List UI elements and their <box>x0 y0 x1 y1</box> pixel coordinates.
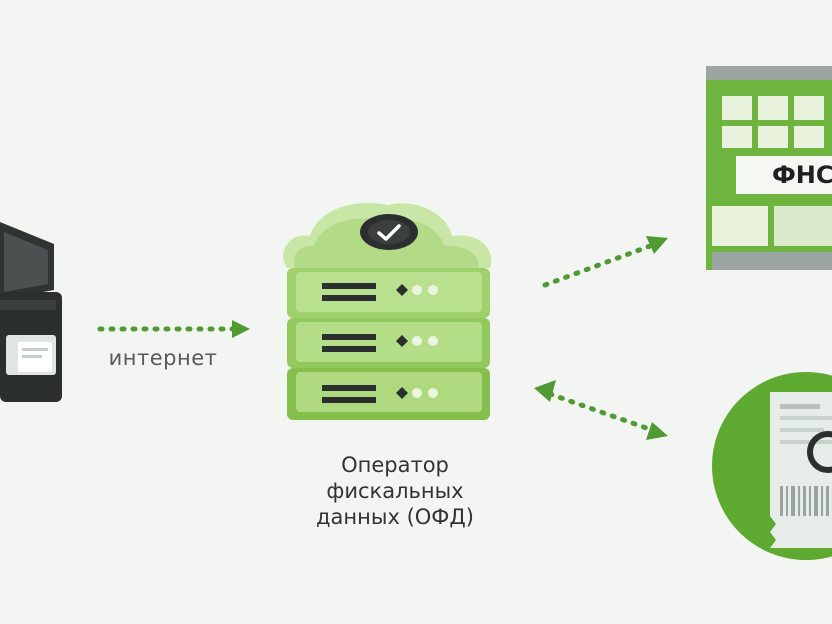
arrowhead-buyer-side <box>646 422 668 440</box>
arrow-ofd-to-buyer <box>547 391 655 433</box>
arrow-ofd-to-fns <box>542 243 653 288</box>
ofd-label: Оператор фискальных данных (ОФД) <box>270 452 520 530</box>
ofd-label-line-3: данных (ОФД) <box>316 505 474 529</box>
internet-label: интернет <box>108 346 218 370</box>
cash-register-icon <box>0 222 62 402</box>
tax-office-building-icon <box>706 66 832 270</box>
server-stack-icon <box>283 203 492 420</box>
ofd-label-line-1: Оператор <box>341 453 449 477</box>
receipt-magnifier-icon <box>712 372 832 560</box>
ofd-label-line-2: фискальных <box>326 479 464 503</box>
arrowhead-ofd-side <box>534 380 556 402</box>
arrowhead-register-to-ofd <box>232 320 250 338</box>
arrowhead-ofd-to-fns <box>646 236 668 254</box>
fns-sign-label: ФНС <box>772 161 832 189</box>
